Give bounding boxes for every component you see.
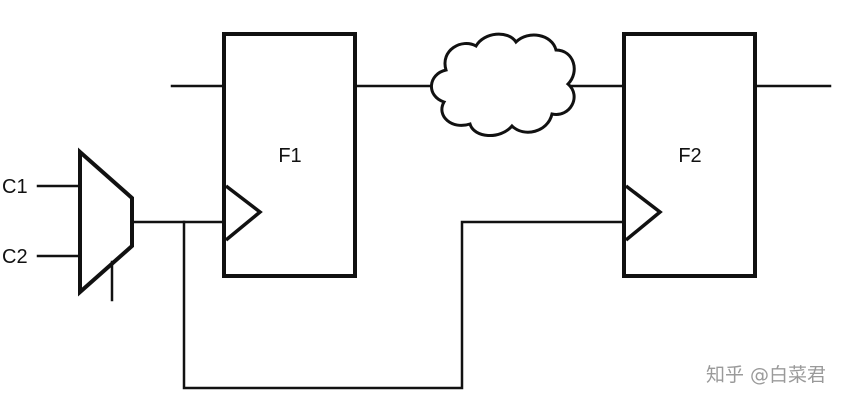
flipflop-f2 [622,32,757,278]
mux-input-c2-label: C2 [2,246,28,268]
flipflop-f1 [222,32,357,278]
combinational-logic-cloud [430,32,576,137]
wire-clock-to-f2 [182,220,626,390]
flipflop-f2-label: F2 [678,145,701,167]
clock-multiplexer [78,147,134,297]
mux-input-c1-label: C1 [2,176,28,198]
flipflop-f1-label: F1 [278,145,301,167]
f2-clock-triangle [624,184,663,242]
f1-clock-triangle [224,184,263,242]
watermark-text: 知乎 @白菜君 [706,364,826,386]
